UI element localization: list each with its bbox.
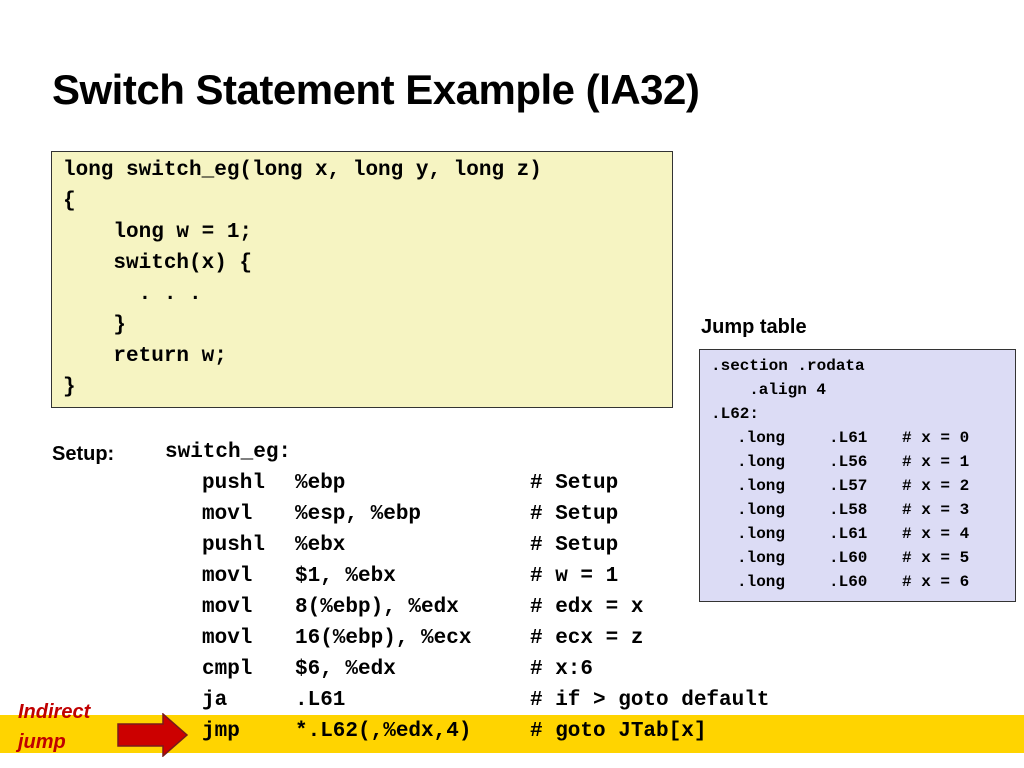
c-code-line: long switch_eg(long x, long y, long z) [63, 159, 542, 182]
jump-table-entry-target: .L61 [829, 429, 868, 447]
jump-table-header-line: .section .rodata [711, 357, 865, 375]
jump-table-entry-directive: .long [737, 549, 786, 567]
c-code-line: . . . [63, 283, 202, 306]
jump-table-entry-target: .L60 [829, 573, 868, 591]
jump-table-entry-target: .L61 [829, 525, 868, 543]
jump-table-entry-comment: # x = 2 [902, 477, 970, 495]
jump-table-entry-directive: .long [737, 453, 786, 471]
asm-comment: # edx = x [530, 596, 644, 619]
indirect-jump-label: Indirect [18, 701, 91, 723]
jump-table-entry-comment: # x = 1 [902, 453, 970, 471]
c-code-box: long switch_eg(long x, long y, long z) {… [51, 151, 673, 408]
c-code-line: long w = 1; [63, 221, 253, 244]
asm-comment: # x:6 [530, 658, 594, 681]
jump-table-header-line: .L62: [711, 405, 760, 423]
asm-operands: .L61 [295, 689, 346, 712]
asm-opcode: movl [202, 503, 253, 526]
asm-operands: 16(%ebp), %ecx [295, 627, 472, 650]
c-code-line: switch(x) { [63, 252, 253, 275]
asm-opcode: pushl [202, 472, 266, 495]
asm-comment: # ecx = z [530, 627, 644, 650]
jump-table-entry-comment: # x = 6 [902, 573, 970, 591]
asm-comment: # Setup [530, 472, 619, 495]
asm-operands: $1, %ebx [295, 565, 396, 588]
asm-opcode: pushl [202, 534, 266, 557]
asm-opcode: movl [202, 627, 253, 650]
slide-title: Switch Statement Example (IA32) [52, 66, 700, 113]
asm-operands: %esp, %ebp [295, 503, 422, 526]
c-code-line: return w; [63, 345, 227, 368]
jump-table-entry-directive: .long [737, 429, 786, 447]
asm-operands: %ebp [295, 472, 346, 495]
jump-table-entry-comment: # x = 5 [902, 549, 970, 567]
asm-function-label: switch_eg: [165, 441, 292, 464]
asm-opcode: ja [202, 689, 228, 712]
jump-table-entry-directive: .long [737, 573, 786, 591]
jump-table-box: .section .rodata .align 4 .L62: .long .L… [699, 349, 1016, 602]
jump-table-entry-target: .L57 [829, 477, 868, 495]
asm-opcode: movl [202, 565, 253, 588]
asm-operands: 8(%ebp), %edx [295, 596, 459, 619]
asm-operands: $6, %edx [295, 658, 396, 681]
asm-operands: *.L62(,%edx,4) [295, 720, 472, 743]
asm-comment: # w = 1 [530, 565, 619, 588]
c-code-line: } [63, 314, 127, 337]
asm-comment: # Setup [530, 534, 619, 557]
jump-table-entry-comment: # x = 0 [902, 429, 970, 447]
c-code-line: { [63, 190, 76, 213]
indirect-jump-label: jump [18, 731, 66, 753]
asm-comment: # Setup [530, 503, 619, 526]
c-code-line: } [63, 376, 76, 399]
asm-comment: # if > goto default [530, 689, 770, 712]
jump-table-entry-directive: .long [737, 525, 786, 543]
jump-table-entry-target: .L56 [829, 453, 868, 471]
setup-label: Setup: [52, 443, 115, 465]
jump-table-entry-target: .L58 [829, 501, 868, 519]
jump-table-entry-directive: .long [737, 477, 786, 495]
asm-opcode: cmpl [202, 658, 253, 681]
jump-table-header-line: .align 4 [730, 381, 827, 399]
right-arrow-icon [117, 713, 189, 757]
jump-table-entry-directive: .long [737, 501, 786, 519]
jump-table-label: Jump table [701, 316, 807, 338]
jump-table-entry-comment: # x = 3 [902, 501, 970, 519]
asm-operands: %ebx [295, 534, 346, 557]
asm-opcode: jmp [202, 720, 240, 743]
asm-opcode: movl [202, 596, 253, 619]
jump-table-entry-target: .L60 [829, 549, 868, 567]
jump-table-entry-comment: # x = 4 [902, 525, 970, 543]
asm-comment: # goto JTab[x] [530, 720, 707, 743]
